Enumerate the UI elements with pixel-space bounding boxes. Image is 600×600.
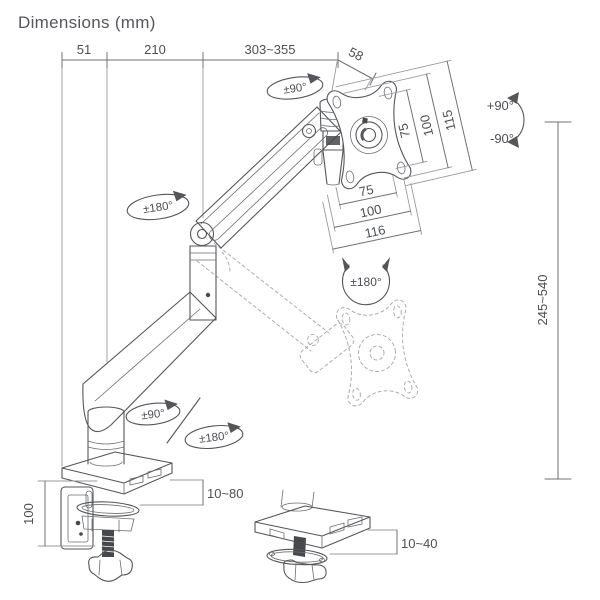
vesa-plate: [326, 80, 412, 190]
upper-arm: [195, 106, 342, 249]
desk-clamp: [60, 486, 140, 582]
clamp-pin: [85, 490, 93, 509]
rotation-label-tilt-up: +90°: [487, 98, 514, 113]
clamp-thickness-dimension: 10~80: [139, 479, 244, 506]
grommet-screw: [293, 536, 306, 557]
dim-label-base-offset: 51: [77, 42, 91, 57]
dim-label-vesa-v-115: 115: [439, 109, 458, 133]
dim-label-rear-arm: 210: [144, 42, 166, 57]
rotation-label-head-swivel: ±90°: [283, 81, 308, 96]
dim-label-head-depth: 58: [346, 44, 366, 64]
cable-slot: [129, 475, 144, 486]
grommet-mount: [254, 489, 371, 584]
clamp-knob: [88, 549, 133, 582]
rotation-label-elbow: ±180°: [142, 200, 173, 216]
cable-slot: [147, 468, 162, 479]
height-range-dimension: 245~540: [535, 121, 572, 480]
rotation-label-base-joint: ±180°: [198, 430, 229, 446]
quick-release-slot: [326, 136, 340, 145]
vesa-hole: [345, 170, 355, 184]
vesa-rotation-annotation: ±180°: [342, 257, 390, 306]
dim-label-clamp-thickness: 10~80: [207, 486, 244, 501]
vesa-vertical-dimensions: 75 100 115: [335, 59, 477, 187]
vesa-hole: [332, 95, 342, 109]
arm-link: [189, 245, 217, 321]
dim-label-height-range: 245~540: [535, 275, 550, 326]
extension-lines: [61, 61, 373, 467]
clamp-height-dimension: 100: [21, 480, 98, 547]
ghost-vesa-plate: [335, 299, 419, 407]
dim-label-vesa-h-75: 75: [358, 182, 375, 200]
base-assembly: [61, 406, 173, 495]
rotation-label-tilt-down: -90°: [490, 131, 514, 146]
grommet-thickness-dimension: 10~40: [329, 529, 438, 555]
lower-arm: [82, 291, 217, 433]
dim-label-clamp-height: 100: [21, 503, 36, 525]
vesa-hole: [383, 86, 393, 100]
top-dimension-chain: 51 210 303~355 58: [61, 42, 377, 86]
vesa-hole: [396, 161, 406, 175]
dim-label-front-arm-reach: 303~355: [245, 42, 296, 57]
elbow-joint: [189, 221, 215, 247]
dim-label-vesa-v-100: 100: [417, 113, 436, 138]
base-rotation-annotation: ±90° ±180°: [125, 397, 244, 450]
tilt-annotation: +90° -90°: [487, 92, 525, 148]
rotation-label-base-swivel: ±90°: [141, 408, 166, 423]
dim-label-vesa-h-100: 100: [358, 201, 382, 220]
rotation-label-vesa: ±180°: [350, 275, 382, 289]
vesa-horizontal-dimensions: 75 100 116: [322, 174, 423, 254]
dim-label-grommet-thickness: 10~40: [401, 536, 438, 551]
quick-release-tab: [313, 148, 323, 166]
dim-label-vesa-h-116: 116: [363, 222, 386, 241]
slash-divider: [166, 397, 201, 444]
dim-label-vesa-v-75: 75: [395, 122, 413, 139]
diagram-title: Dimensions (mm): [18, 13, 156, 32]
elbow-rotation-annotation: ±180°: [126, 190, 190, 221]
grommet-knob: [283, 559, 327, 584]
clamp-screw: [102, 530, 114, 557]
head-swivel-annotation: ±90°: [266, 73, 324, 100]
